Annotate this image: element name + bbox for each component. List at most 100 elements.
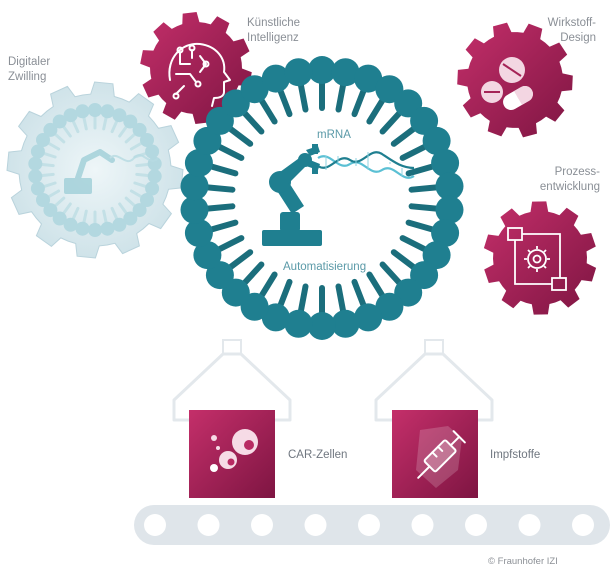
twin-lipid-head: [88, 103, 102, 117]
twin-lipid-tail: [61, 124, 72, 138]
twin-lipid-head: [100, 221, 115, 236]
liposome-lipid-head: [308, 56, 336, 84]
conveyor-roller: [144, 514, 166, 536]
liposome-lipid-tail: [351, 278, 367, 309]
liposome-lipid-tail: [216, 143, 245, 161]
twin-lipid-tail: [71, 206, 80, 221]
twin-lipid-head: [28, 156, 43, 171]
liposome-lipid-tail: [379, 261, 403, 286]
twin-lipid-head: [140, 133, 154, 147]
twin-lipid-tail: [102, 115, 108, 131]
liposome-lipid-tail: [277, 278, 293, 309]
twin-lipid-head: [147, 169, 162, 184]
twin-lipid-head: [52, 114, 67, 129]
liposome-lipid-head: [410, 106, 439, 135]
twin-lipid-head: [100, 104, 115, 119]
liposome-lipid-head: [184, 219, 213, 247]
liposome-lipid-head: [331, 58, 360, 87]
syringe-shield-icon: [416, 426, 466, 488]
liposome-lipid-head: [375, 292, 404, 321]
twin-lipid-tail: [53, 132, 66, 144]
conveyor-roller: [304, 514, 327, 536]
twin-lipid-head: [88, 223, 102, 237]
liposome-lipid-tail: [208, 219, 239, 233]
twin-lipid-tail: [110, 206, 119, 221]
liposome-lipid-tail: [379, 110, 403, 135]
liposome-lipid-head: [435, 195, 464, 224]
label-process-development: Prozess-entwicklung: [539, 166, 600, 193]
twin-lipid-head: [75, 104, 90, 119]
twin-lipid-head: [123, 211, 138, 226]
twin-lipid-tail: [135, 162, 151, 168]
liposome-lipid-tail: [241, 110, 265, 135]
liposome-lipid-head: [431, 149, 460, 177]
twin-lipid-head: [63, 217, 78, 232]
twin-lipid-tail: [39, 162, 55, 168]
label-automation: Automatisierung: [283, 261, 367, 273]
liposome-lipid-head: [354, 303, 383, 332]
liposome-lipid-tail: [208, 163, 239, 177]
liposome-lipid-head: [354, 64, 383, 93]
liposome-lipid-tail: [297, 82, 309, 113]
twin-lipid-tail: [46, 141, 61, 151]
twin-lipid-tail: [124, 196, 137, 208]
twin-lipid-tail: [110, 119, 119, 134]
twin-lipid-tail: [129, 141, 144, 151]
liposome-lipid-tail: [216, 235, 245, 253]
conveyor-roller: [358, 514, 380, 536]
conveyor-roller: [572, 514, 594, 536]
robot-arm-icon: [262, 144, 322, 246]
conveyor-roller: [251, 514, 273, 536]
liposome-lipid-tail: [399, 235, 428, 253]
twin-lipid-head: [147, 156, 162, 171]
liposome-lipid-head: [284, 309, 313, 338]
liposome-lipid-tail: [405, 163, 436, 177]
liposome-lipid-tail: [399, 143, 428, 161]
twin-lipid-head: [140, 193, 154, 207]
twin-lipid-tail: [102, 209, 108, 225]
twin-lipid-head: [123, 114, 138, 129]
liposome-lipid-head: [261, 303, 290, 332]
liposome-lipid-head: [240, 75, 269, 104]
liposome-lipid-tail: [405, 219, 436, 233]
dispenser-car-cells: [172, 339, 292, 422]
digital-twin-gear: [6, 81, 184, 259]
twin-lipid-tail: [82, 209, 88, 225]
conveyor-belt: [134, 505, 610, 545]
mrna-strand-icon: [317, 151, 415, 179]
liposome-lipid-tail: [335, 82, 347, 113]
liposome-lipid-tail: [408, 184, 440, 193]
liposome-lipid-head: [193, 126, 222, 155]
twin-lipid-tail: [42, 181, 57, 189]
twin-lipid-head: [132, 203, 147, 218]
twin-lipid-head: [43, 122, 58, 137]
twin-lipid-tail: [42, 151, 57, 159]
twin-lipid-head: [145, 144, 160, 159]
twin-lipid-tail: [82, 115, 88, 131]
gear-flowchart-icon: [507, 227, 567, 291]
ai-gear: [140, 12, 252, 124]
twin-lipid-head: [145, 181, 160, 196]
twin-lipid-head: [28, 169, 43, 184]
twin-lipid-head: [36, 193, 50, 207]
twin-lipid-head: [30, 144, 45, 159]
liposome-lipid-tail: [297, 283, 309, 314]
twin-lipid-tail: [118, 124, 129, 138]
liposome-lipid-tail: [390, 125, 417, 147]
twin-lipid-tail: [124, 132, 137, 144]
liposome-lipid-tail: [408, 203, 440, 212]
car-cells-box: [189, 410, 275, 498]
twin-lipid-head: [112, 217, 127, 232]
liposome-lipid-head: [180, 172, 209, 201]
liposome-lipid-tail: [366, 97, 386, 125]
liposome-lipid-head: [422, 241, 451, 270]
twin-lipid-head: [112, 108, 127, 123]
process-development-gear: [483, 201, 597, 315]
liposome-lipid-head: [308, 312, 336, 340]
liposome-ring: [180, 56, 464, 340]
conveyor-rollers: [144, 514, 594, 536]
label-material-design: Wirkstoff-Design: [547, 17, 596, 44]
